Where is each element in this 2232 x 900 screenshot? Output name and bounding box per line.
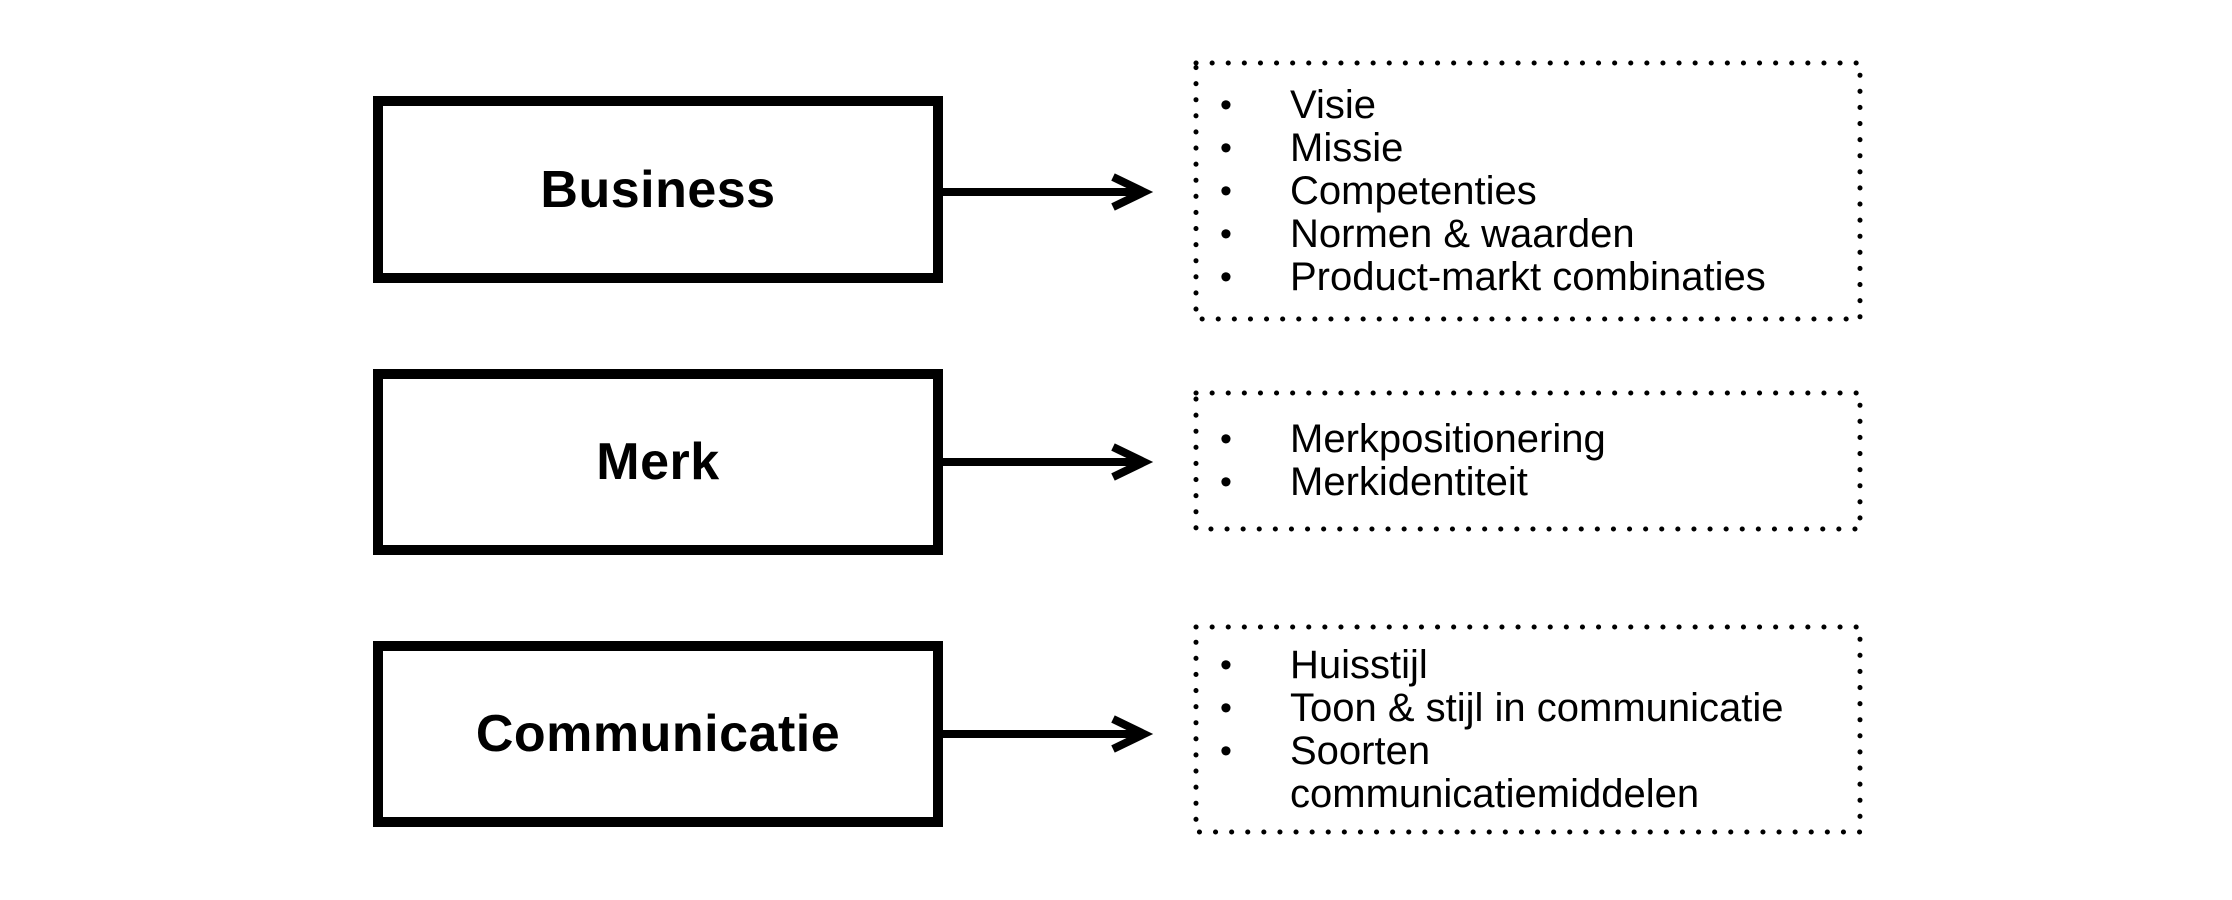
bullet-icon: • xyxy=(1220,463,1232,501)
business-box: Business xyxy=(373,96,943,283)
bullet-icon: • xyxy=(1220,128,1232,167)
bullet-icon: • xyxy=(1220,688,1232,727)
bullet-icon: • xyxy=(1220,731,1232,770)
list-item-text: Huisstijl xyxy=(1290,642,1428,687)
bullet-icon: • xyxy=(1220,171,1232,210)
business-bullet-list: • Visie • Missie • Competenties • Normen… xyxy=(1193,60,1863,322)
list-item-text: Competenties xyxy=(1290,168,1537,213)
list-item-text: Toon & stijl in communicatie xyxy=(1290,685,1784,730)
list-item-text: Soorten communicatiemiddelen xyxy=(1290,728,1700,816)
business-box-label: Business xyxy=(540,160,776,219)
merk-box: Merk xyxy=(373,369,943,555)
bullet-icon: • xyxy=(1220,645,1232,684)
communicatie-details-box: • Huisstijl • Toon & stijl in communicat… xyxy=(1193,624,1863,835)
arrow-right-icon xyxy=(943,715,1154,753)
bullet-icon: • xyxy=(1220,85,1232,124)
list-item: • Toon & stijl in communicatie xyxy=(1220,685,1843,730)
list-item-text: Merkpositionering xyxy=(1290,417,1606,461)
arrow-right-icon xyxy=(943,443,1154,481)
list-item: • Missie xyxy=(1220,125,1843,170)
list-item: • Merkidentiteit xyxy=(1220,461,1843,504)
list-item-text: Merkidentiteit xyxy=(1290,460,1528,504)
merk-details-box: • Merkpositionering • Merkidentiteit xyxy=(1193,390,1863,532)
list-item-text: Product-markt combinaties xyxy=(1290,254,1766,299)
list-item: • Merkpositionering xyxy=(1220,418,1843,461)
list-item: • Competenties xyxy=(1220,168,1843,213)
dotted-border xyxy=(1193,390,1863,532)
communicatie-bullet-list: • Huisstijl • Toon & stijl in communicat… xyxy=(1193,624,1863,835)
list-item: • Normen & waarden xyxy=(1220,211,1843,256)
list-item-text: Missie xyxy=(1290,125,1404,170)
business-details-box: • Visie • Missie • Competenties • Normen… xyxy=(1193,60,1863,322)
list-item: • Visie xyxy=(1220,82,1843,127)
bullet-icon: • xyxy=(1220,214,1232,253)
merk-box-label: Merk xyxy=(596,433,720,491)
communicatie-box-label: Communicatie xyxy=(475,705,841,763)
list-item-text: Visie xyxy=(1290,82,1376,127)
list-item: • Soorten communicatiemiddelen xyxy=(1220,728,1843,816)
bullet-icon: • xyxy=(1220,420,1232,458)
list-item-text: Normen & waarden xyxy=(1290,211,1635,256)
communicatie-box: Communicatie xyxy=(373,641,943,827)
arrow-right-icon xyxy=(943,173,1154,211)
list-item: • Product-markt combinaties xyxy=(1220,254,1843,299)
merk-bullet-list: • Merkpositionering • Merkidentiteit xyxy=(1193,390,1863,532)
bullet-icon: • xyxy=(1220,257,1232,296)
list-item: • Huisstijl xyxy=(1220,642,1843,687)
